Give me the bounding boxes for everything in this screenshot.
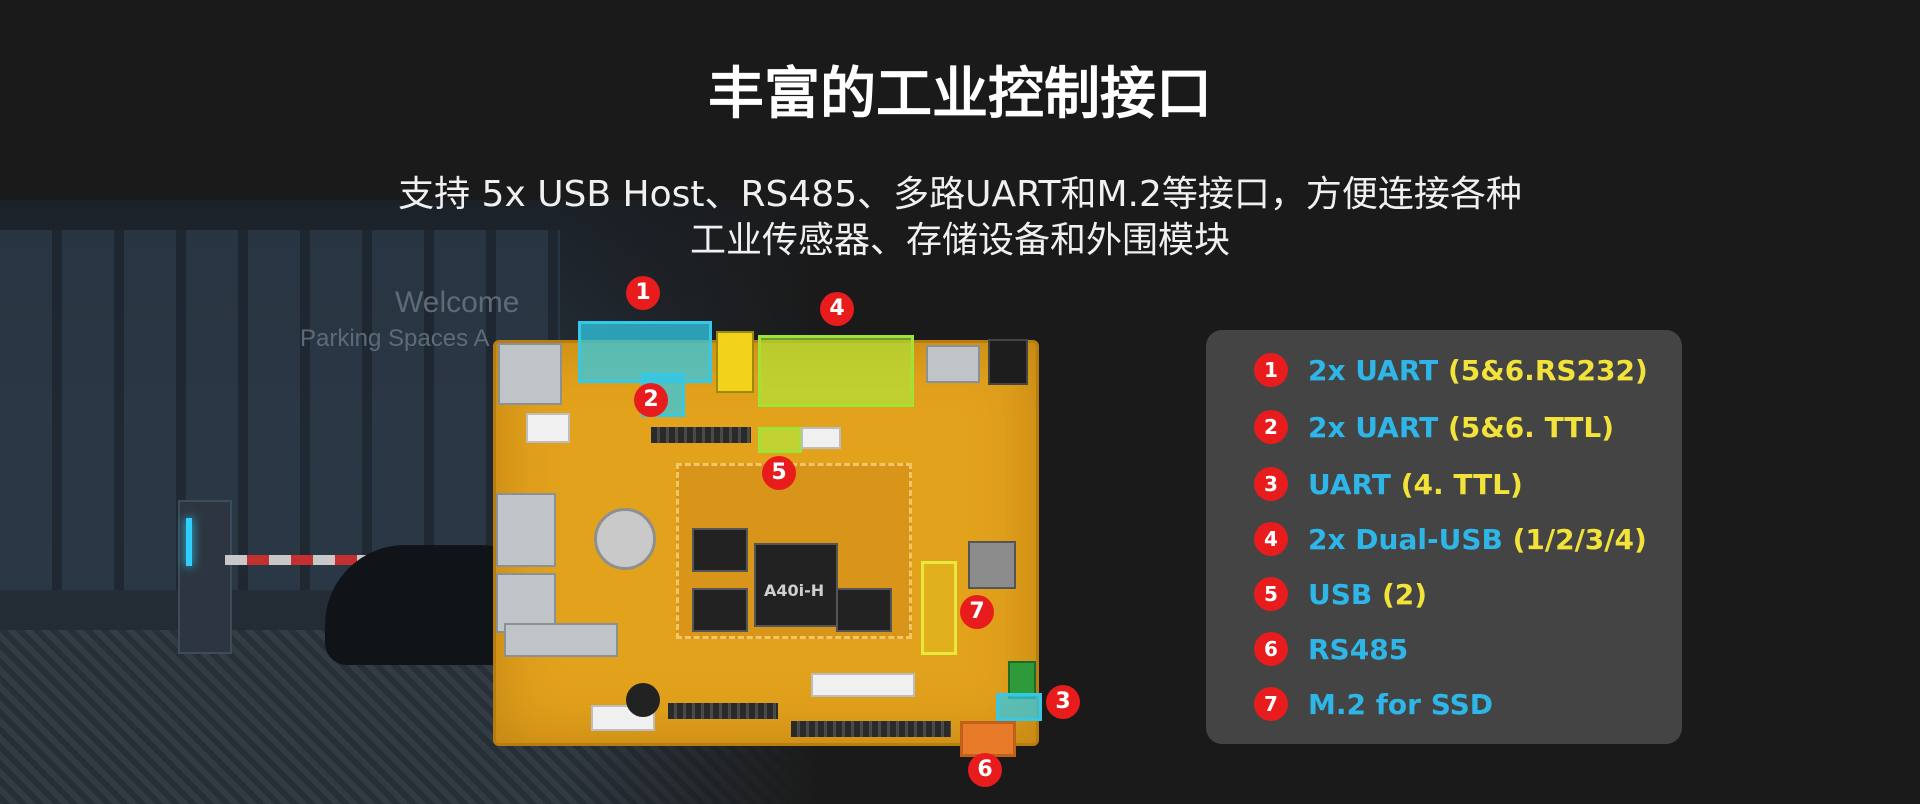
building-facade [0,230,560,590]
marker-5: 5 [762,456,796,490]
hdmi-port [926,345,980,383]
fpc-connector [811,673,915,697]
legend-item-3: 3 UART (4. TTL) [1254,464,1523,504]
wifi-module [968,541,1016,589]
legend-detail: (1/2/3/4) [1502,522,1647,556]
page-title: 丰富的工业控制接口 [708,62,1212,127]
legend-number: 7 [1254,687,1288,721]
pin-header-bottom-long [791,721,951,737]
main-soc-chip: A40i-H [754,543,838,627]
circuit-board: A40i-H [493,321,1042,757]
legend-text: M.2 for SSD [1308,688,1493,721]
rs232-db9-port [578,321,712,383]
legend-text: RS485 [1308,633,1408,666]
legend-detail: (2) [1372,577,1428,611]
interface-legend-panel: 1 2x UART (5&6.RS232) 2 2x UART (5&6. TT… [1206,330,1682,744]
legend-text: UART (4. TTL) [1308,468,1523,501]
marker-1: 1 [626,276,660,310]
legend-name: 2x UART [1308,410,1439,444]
legend-number: 6 [1254,632,1288,666]
subtitle-line-1: 支持 5x USB Host、RS485、多路UART和M.2等接口，方便连接各… [398,174,1522,215]
legend-number: 3 [1254,467,1288,501]
dc-jack [988,339,1028,385]
memory-chip-2 [692,588,748,632]
marker-4: 4 [820,292,854,326]
legend-item-2: 2 2x UART (5&6. TTL) [1254,407,1614,447]
coin-battery [594,508,656,570]
sd-card-slot [496,493,556,567]
legend-item-6: 6 RS485 [1254,629,1408,669]
uart4-connector [996,693,1042,721]
legend-item-5: 5 USB (2) [1254,574,1427,614]
legend-text: USB (2) [1308,578,1427,611]
legend-name: M.2 for SSD [1308,687,1494,721]
legend-item-1: 1 2x UART (5&6.RS232) [1254,350,1648,390]
rs485-terminal [960,721,1016,757]
emmc-chip [836,588,892,632]
pin-header-bottom [668,703,778,719]
legend-name: USB [1308,577,1373,611]
legend-name: UART [1308,467,1391,501]
sign-line-1: Welcome [395,286,520,319]
legend-detail: (4. TTL) [1390,467,1523,501]
page-subtitle: 支持 5x USB Host、RS485、多路UART和M.2等接口，方便连接各… [0,172,1920,264]
legend-number: 2 [1254,410,1288,444]
welcome-sign: Welcome Parking Spaces A [300,285,519,357]
legend-text: 2x UART (5&6.RS232) [1308,354,1648,387]
soc-chip-label: A40i-H [764,581,825,600]
marker-3: 3 [1046,685,1080,719]
small-connector [801,427,841,449]
legend-number: 1 [1254,353,1288,387]
green-terminal [1008,661,1036,699]
m2-slot [921,561,957,655]
ethernet-port [498,343,562,405]
sign-line-2: Parking Spaces A [300,325,490,352]
rca-jack [716,331,754,393]
legend-name: RS485 [1308,632,1409,666]
legend-text: 2x UART (5&6. TTL) [1308,411,1614,444]
legend-number: 4 [1254,522,1288,556]
memory-chip-1 [692,528,748,572]
legend-item-7: 7 M.2 for SSD [1254,684,1493,724]
legend-detail: (5&6.RS232) [1438,353,1648,387]
barrier-light [186,518,192,566]
legend-text: 2x Dual-USB (1/2/3/4) [1308,523,1647,556]
marker-7: 7 [960,595,994,629]
legend-detail: (5&6. TTL) [1438,410,1615,444]
pin-header-top [651,427,751,443]
buzzer [626,683,660,717]
subtitle-line-2: 工业传感器、存储设备和外围模块 [689,220,1230,261]
legend-item-4: 4 2x Dual-USB (1/2/3/4) [1254,519,1647,559]
header-connector [526,413,570,443]
m2-connector-bottom [504,623,618,657]
marker-2: 2 [634,383,668,417]
marker-6: 6 [968,753,1002,787]
legend-name: 2x Dual-USB [1308,522,1503,556]
legend-number: 5 [1254,577,1288,611]
legend-name: 2x UART [1308,353,1439,387]
usb-header [758,427,802,453]
dual-usb-ports [758,335,914,407]
